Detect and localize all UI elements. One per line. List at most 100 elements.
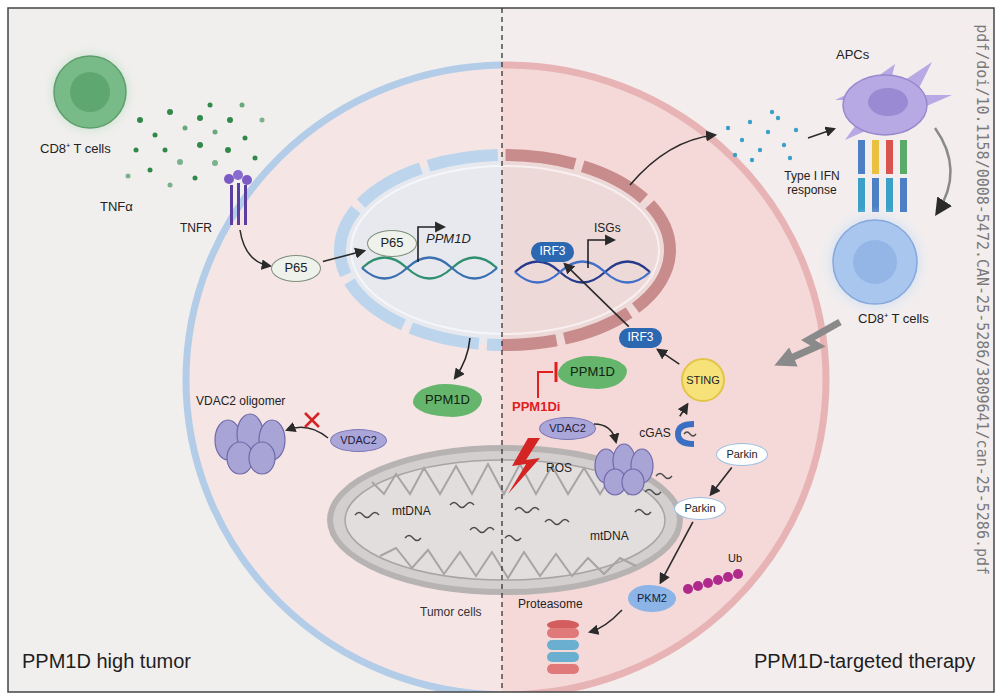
inhibition-line [555, 362, 558, 382]
mtdna-fragment [545, 520, 569, 525]
tumor-cell [186, 65, 502, 692]
dna-helix [515, 262, 650, 283]
text-label: Type I IFN response [772, 170, 852, 198]
oligomerization-arrow [594, 424, 616, 442]
text-label: ROS [546, 462, 572, 476]
tnf-alpha-dots [260, 118, 265, 123]
node-text: PPM1D [570, 365, 615, 380]
transcription-arrow [455, 338, 470, 378]
ifn-secretion [740, 138, 744, 142]
node-text: VDAC2 [549, 422, 586, 435]
frame [501, 8, 502, 692]
text-label: ISGs [594, 222, 621, 236]
activation-arrow [935, 128, 951, 213]
pathway-arrow [565, 264, 629, 327]
tumor-cell [502, 65, 826, 692]
ubiquitin-chain [693, 581, 703, 591]
tcr-mhc-complex [872, 140, 879, 174]
transcription-factor-pill: IRF3 [531, 242, 574, 262]
ifn-secretion [788, 156, 792, 160]
channel-oval: VDAC2 [539, 417, 596, 440]
pathway-arrow [658, 350, 679, 364]
cd8-t-cell [42, 44, 138, 140]
tcr-mhc-complex [858, 140, 907, 212]
tnf-alpha-dots [163, 148, 168, 153]
frame [8, 8, 994, 692]
tnf-alpha-dots [227, 117, 233, 123]
ifn-secretion [630, 135, 715, 185]
tnf-alpha-dots [153, 133, 158, 138]
ifn-secretion [726, 110, 798, 162]
ros-bolt [508, 438, 540, 494]
text-label: APCs [836, 48, 869, 63]
text-label: CD8⁺ T cells [40, 142, 111, 157]
blocked-oligomerization [305, 413, 319, 427]
proteasome [547, 664, 579, 674]
dna-helix [362, 258, 497, 279]
ifn-secretion [776, 116, 780, 120]
mtdna-fragment [505, 536, 521, 541]
activation-arrow [782, 128, 951, 362]
blocked-oligomerization [287, 413, 328, 438]
ifn-secretion [770, 110, 774, 114]
tnf-receptor [224, 174, 234, 184]
ifn-secretion [758, 148, 762, 152]
adaptor-circle: STING [681, 358, 725, 402]
text-label: mtDNA [392, 505, 431, 519]
tnf-receptor [233, 170, 243, 180]
mitochondrion [345, 460, 665, 580]
tnf-alpha-dots [148, 168, 153, 173]
tnf-alpha-dots [212, 160, 218, 166]
ifn-secretion [794, 128, 798, 132]
tnf-alpha-dots [213, 130, 218, 135]
tcr-mhc-complex [886, 140, 893, 174]
nucleus [340, 155, 502, 345]
mtdna-fragment [470, 528, 494, 533]
nucleus [351, 166, 659, 334]
tnf-alpha-dots [126, 174, 131, 179]
mtdna-fragment [515, 508, 539, 513]
tnf-receptor [244, 185, 247, 225]
tnf-alpha-dots [183, 126, 188, 131]
proteasome [590, 610, 622, 632]
tnf-receptor [224, 170, 270, 266]
text-label: VDAC2 oligomer [196, 395, 285, 409]
tnf-alpha-dots [253, 156, 258, 161]
cd8-t-cell [853, 240, 897, 284]
text-label: Tumor cells [420, 606, 482, 620]
mtdna-fragment [405, 536, 421, 541]
tcr-mhc-complex [858, 140, 865, 174]
text-label: mtDNA [590, 530, 629, 544]
node-text: P65 [284, 261, 307, 276]
node-text: PKM2 [637, 592, 667, 605]
vdac2-oligomer [622, 469, 644, 495]
cd8-t-cell [70, 72, 110, 112]
tnf-alpha-dots [193, 176, 198, 181]
panel-title: PPM1D-targeted therapy [754, 650, 975, 673]
proteasome [547, 640, 579, 650]
ifn-secretion [750, 158, 754, 162]
node-text: Parkin [726, 448, 757, 461]
ubiquitin-chain [733, 569, 743, 579]
ubiquitin-chain [713, 575, 723, 585]
ubiquitin-chain [703, 578, 713, 588]
vdac2-oligomer [249, 442, 275, 474]
ubiquitin-chain [683, 584, 693, 594]
cgas-icon [678, 424, 694, 444]
mtdna-fragment [684, 432, 696, 436]
pathway-arrow [661, 522, 693, 583]
pathway-arrow [711, 468, 732, 495]
vdac2-oligomer [215, 414, 653, 495]
text-label: PPM1Di [512, 400, 560, 415]
tnf-alpha-dots [137, 117, 143, 123]
proteasome [547, 610, 622, 674]
nucleus [340, 155, 670, 345]
ifn-secretion [748, 120, 752, 124]
phosphatase-blob: PPM1D [558, 356, 627, 389]
ligase-oval: Parkin [716, 443, 768, 466]
tnf-alpha-dots [197, 115, 203, 121]
ros-bolt [508, 438, 540, 494]
ubiquitin-chain [683, 569, 743, 594]
